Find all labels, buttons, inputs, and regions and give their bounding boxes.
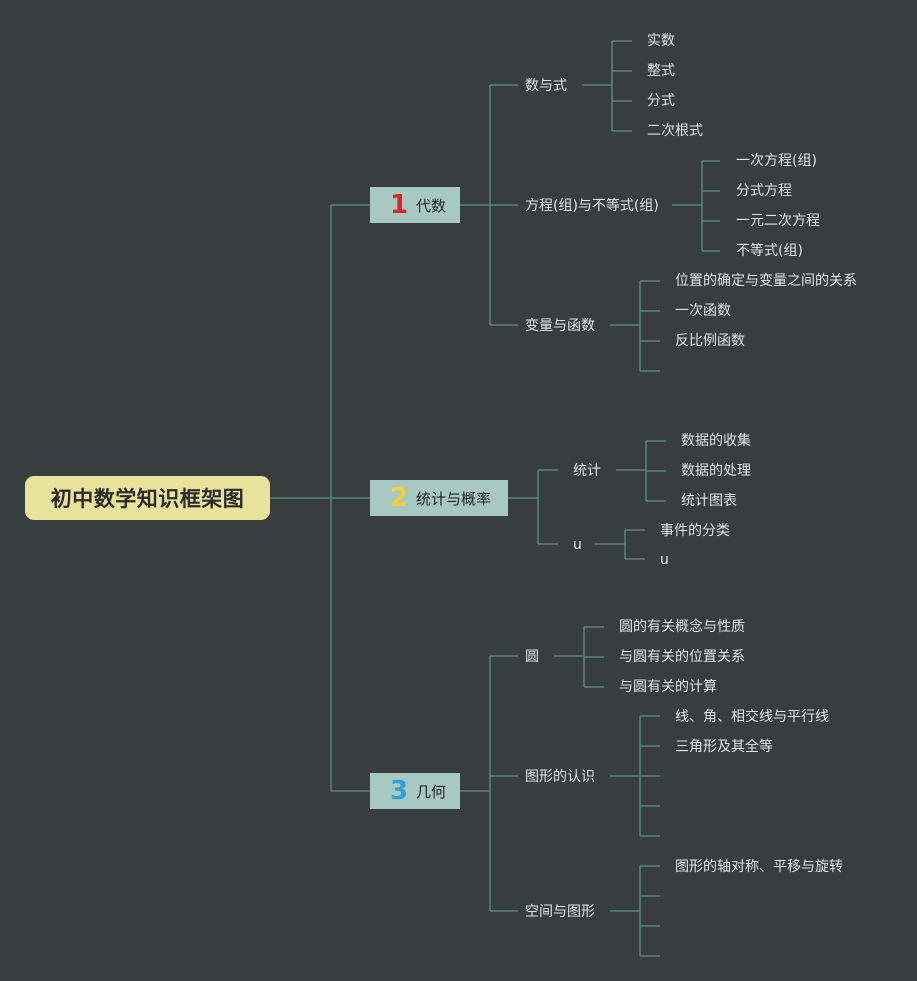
category-label: 统计与概率	[416, 489, 492, 508]
leaf-item[interactable]: 图形的轴对称、平移与旋转	[675, 859, 843, 875]
category-node-statistics[interactable]: 2 统计与概率	[370, 480, 508, 516]
leaf-item[interactable]: 与圆有关的计算	[619, 679, 717, 695]
leaf-item[interactable]: 整式	[647, 63, 675, 79]
group-label[interactable]: 图形的认识	[525, 769, 595, 785]
leaf-item[interactable]: 不等式(组)	[736, 243, 803, 259]
leaf-item[interactable]: 线、角、相交线与平行线	[675, 709, 829, 725]
group-label[interactable]: 圆	[525, 649, 539, 665]
leaf-item[interactable]: 反比例函数	[675, 333, 745, 349]
leaf-item[interactable]: 圆的有关概念与性质	[619, 619, 745, 635]
group-label[interactable]: 变量与函数	[525, 318, 595, 334]
root-node[interactable]: 初中数学知识框架图	[25, 476, 270, 520]
leaf-item[interactable]: 数据的处理	[681, 463, 751, 479]
category-label: 几何	[416, 782, 447, 801]
category-label: 代数	[416, 196, 447, 215]
group-label[interactable]: 方程(组)与不等式(组)	[525, 198, 659, 214]
leaf-item[interactable]: 分式方程	[736, 183, 792, 199]
group-label[interactable]: 空间与图形	[525, 904, 595, 920]
group-label[interactable]: u	[573, 537, 582, 553]
root-label: 初中数学知识框架图	[50, 487, 245, 511]
leaf-item[interactable]: 数据的收集	[681, 433, 751, 449]
category-number: 3	[389, 776, 409, 806]
leaf-item[interactable]: 实数	[647, 33, 675, 49]
leaf-item[interactable]: 与圆有关的位置关系	[619, 649, 745, 665]
category-number: 2	[389, 483, 409, 513]
leaf-item[interactable]: 三角形及其全等	[675, 739, 773, 755]
group-label[interactable]: 数与式	[525, 78, 567, 94]
leaf-item[interactable]: 统计图表	[681, 493, 737, 509]
leaf-item[interactable]: u	[660, 552, 669, 568]
leaf-item[interactable]: 一次方程(组)	[736, 153, 817, 169]
category-node-algebra[interactable]: 1 代数	[370, 187, 460, 223]
leaf-item[interactable]: 一次函数	[675, 303, 731, 319]
leaf-item[interactable]: 事件的分类	[660, 523, 730, 539]
category-number: 1	[389, 190, 409, 220]
leaf-item[interactable]: 分式	[647, 93, 675, 109]
group-label[interactable]: 统计	[573, 463, 601, 479]
leaf-item[interactable]: 一元二次方程	[736, 213, 820, 229]
category-node-geometry[interactable]: 3 几何	[370, 773, 460, 809]
leaf-item[interactable]: 位置的确定与变量之间的关系	[675, 273, 857, 289]
leaf-item[interactable]: 二次根式	[647, 123, 703, 139]
